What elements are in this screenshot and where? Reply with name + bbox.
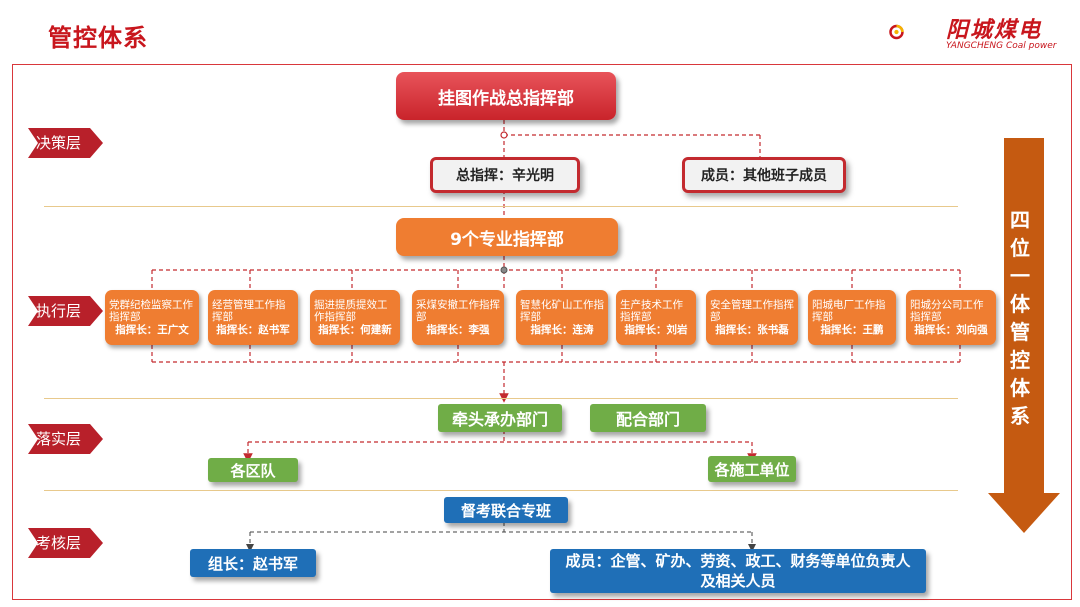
layer-label-assessment: 考核层	[36, 534, 82, 552]
nine-commands-box: 9个专业指挥部	[396, 218, 618, 256]
unit-box: 采煤安撤工作指挥部指挥长：李强	[412, 290, 504, 345]
unit-box: 阳城电厂工作指挥部指挥长：王鹏	[808, 290, 896, 345]
team-members-box: 成员：企管、矿办、劳资、政工、财务等单位负责人 及相关人员	[550, 549, 926, 593]
diagram-frame	[12, 64, 1072, 600]
construction-units-box: 各施工单位	[708, 456, 796, 482]
down-arrow-icon	[988, 138, 1060, 533]
unit-box: 生产技术工作指挥部指挥长：刘岩	[616, 290, 696, 345]
unit-box: 经营管理工作指挥部指挥长：赵书军	[208, 290, 298, 345]
side-label: 四位一体 管控体系	[1010, 208, 1030, 428]
unit-box: 智慧化矿山工作指挥部指挥长：连涛	[516, 290, 608, 345]
unit-box: 掘进提质提效工作指挥部指挥长：何建新	[310, 290, 400, 345]
logo-mark-icon	[889, 24, 904, 40]
cooperating-department-box: 配合部门	[590, 404, 706, 432]
unit-box: 安全管理工作指挥部指挥长：张书磊	[706, 290, 798, 345]
districts-box: 各区队	[208, 458, 298, 482]
layer-arrow-icon	[28, 296, 103, 326]
logo-name: 阳城煤电	[946, 18, 1043, 43]
layer-arrow-icon	[28, 128, 103, 158]
general-headquarters: 挂图作战总指挥部	[396, 72, 616, 120]
separator-line	[44, 490, 958, 491]
layer-arrow-icon	[28, 424, 103, 454]
layer-label-implementation: 落实层	[36, 430, 82, 448]
unit-box: 党群纪检监察工作指挥部指挥长：王广文	[105, 290, 199, 345]
separator-line	[44, 398, 958, 399]
logo-subtitle: YANGCHENG Coal power	[946, 41, 1057, 51]
commander-box: 总指挥：辛光明	[430, 157, 580, 193]
lead-department-box: 牵头承办部门	[438, 404, 562, 432]
layer-label-decision: 决策层	[36, 134, 82, 152]
page-title: 管控体系	[48, 24, 148, 52]
separator-line	[44, 206, 958, 207]
layer-arrow-icon	[28, 528, 103, 558]
members-box: 成员：其他班子成员	[682, 157, 846, 193]
unit-box: 阳城分公司工作指挥部指挥长：刘向强	[906, 290, 996, 345]
team-leader-box: 组长：赵书军	[190, 549, 316, 577]
supervision-team-box: 督考联合专班	[444, 497, 568, 523]
layer-label-execution: 执行层	[36, 302, 82, 320]
